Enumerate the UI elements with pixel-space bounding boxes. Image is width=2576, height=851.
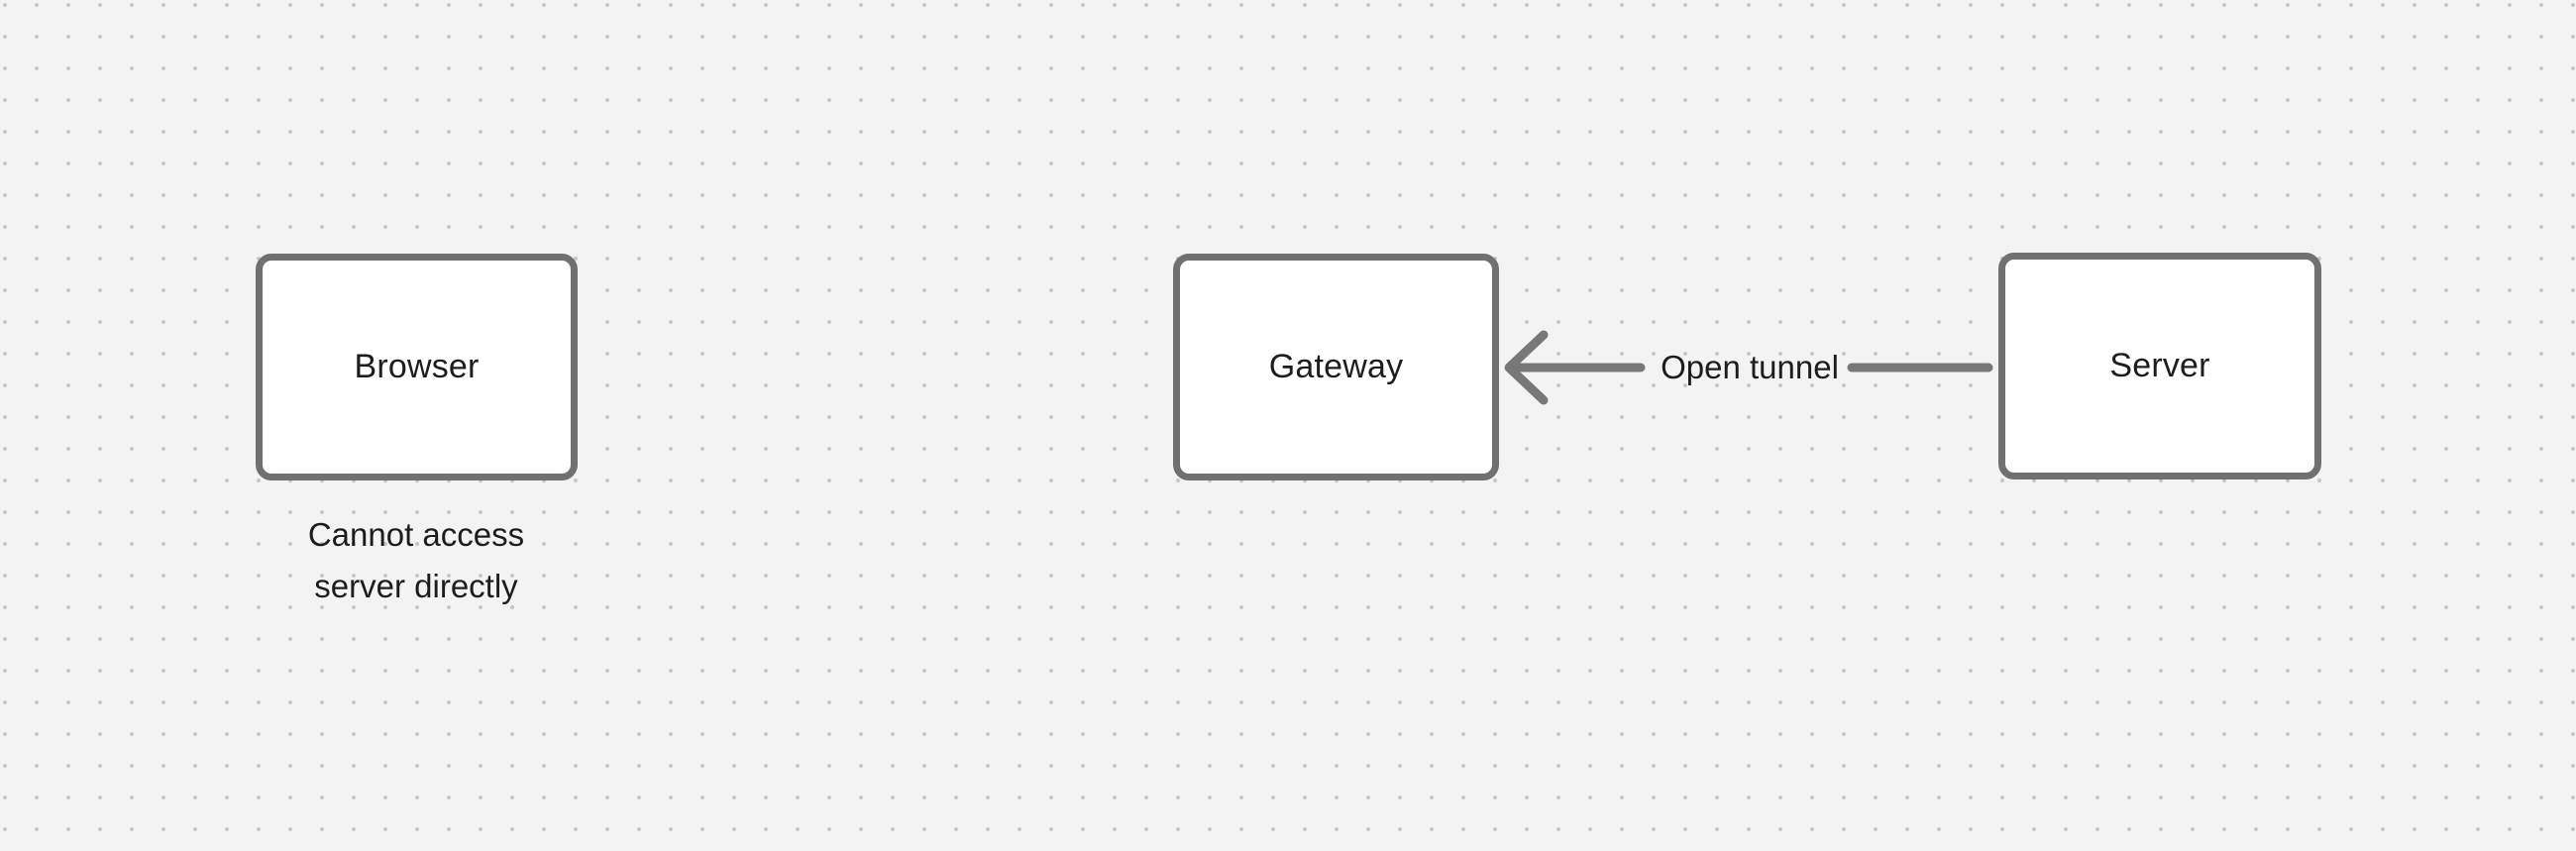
server-node[interactable]: Server (1998, 253, 2321, 479)
browser-caption-line2: server directly (314, 568, 518, 604)
server-node-label: Server (2109, 347, 2210, 384)
edge-label-open-tunnel[interactable]: Open tunnel (1661, 349, 1839, 385)
browser-caption[interactable]: Cannot access server directly (218, 509, 614, 612)
browser-caption-line1: Cannot access (307, 516, 525, 553)
arrowhead-left-icon[interactable] (1504, 330, 1549, 405)
browser-node-label: Browser (354, 348, 480, 385)
gateway-node[interactable]: Gateway (1173, 254, 1499, 480)
gateway-node-label: Gateway (1268, 348, 1404, 385)
browser-node[interactable]: Browser (256, 254, 578, 480)
